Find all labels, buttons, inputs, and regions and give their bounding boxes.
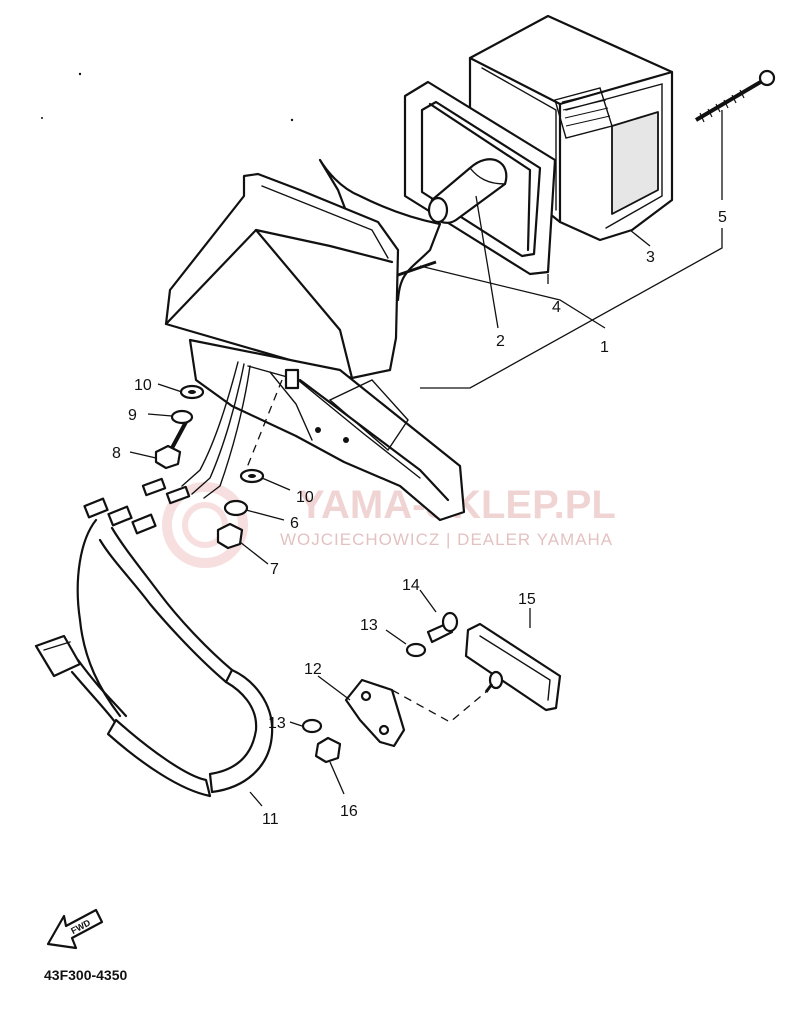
fwd-arrow-icon: FWD [46,908,104,950]
long-screw [694,69,776,123]
callout-3: 3 [646,249,655,266]
washer-10-upper [179,384,205,400]
nut-16 [314,736,342,764]
callout-13-upper: 13 [360,617,378,634]
leader-lines [129,110,723,807]
callout-12: 12 [304,661,322,678]
wire-harness [34,497,274,798]
lock-washer-6 [223,499,249,517]
callout-10-lower: 10 [296,489,314,506]
bulb-socket [427,158,508,224]
watermark-subtitle: WOJCIECHOWICZ | DEALER YAMAHA [280,530,613,549]
part-code: 43F300-4350 [44,967,128,983]
callout-13-lower: 13 [268,715,286,732]
callout-10-upper: 10 [134,377,152,394]
assembly-line-lower [391,689,487,723]
callout-8: 8 [112,445,121,462]
callout-15: 15 [518,591,536,608]
callout-4: 4 [552,299,561,316]
callout-16: 16 [340,803,358,820]
lamp-wires [141,361,251,505]
callouts: 1 2 3 4 5 6 7 8 9 10 10 11 12 13 13 14 1… [112,209,727,828]
callout-7: 7 [270,561,279,578]
watermark: YAMA-SKLEP.PL WOJCIECHOWICZ | DEALER YAM… [162,482,616,568]
bracket-12 [344,678,406,748]
scan-specks [41,72,294,122]
washer-13-upper [405,642,427,658]
screw-14 [426,611,459,644]
callout-1: 1 [600,339,609,356]
washer-13-lower [301,718,323,734]
callout-14: 14 [402,577,420,594]
callout-9: 9 [128,407,137,424]
tail-light-bracket [164,158,466,522]
assembly-line-upper [245,379,283,471]
nut-7 [216,522,244,550]
callout-11: 11 [262,811,279,828]
license-light-15 [464,622,562,712]
callout-5: 5 [718,209,727,226]
lock-washer-9 [170,409,194,425]
callout-6: 6 [290,515,299,532]
washer-10-lower [239,468,265,484]
bolt-8 [154,421,188,470]
callout-2: 2 [496,333,505,350]
